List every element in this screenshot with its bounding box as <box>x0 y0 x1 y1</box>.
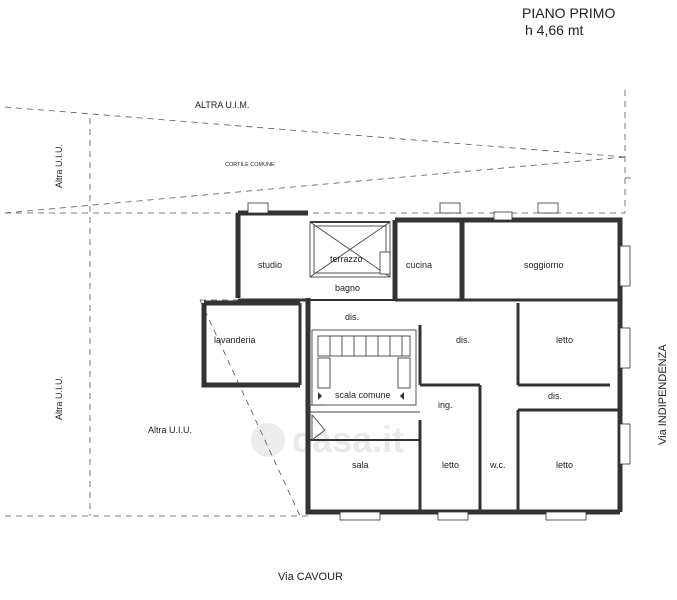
room-studio: studio <box>258 260 282 270</box>
street-south: Via CAVOUR <box>278 571 343 583</box>
street-east: Via INDIPENDENZA <box>657 344 669 445</box>
windows <box>247 202 631 521</box>
room-disimpegno-3: dis. <box>548 391 562 401</box>
neighbor-top: ALTRA U.I.M. <box>195 100 249 110</box>
boundary-lines <box>4 90 635 517</box>
room-wc: w.c. <box>489 460 506 470</box>
neighbor-bottom-left: Altra U.I.U. <box>148 425 192 435</box>
room-bagno: bagno <box>335 283 360 293</box>
room-lavanderia: lavanderia <box>214 335 256 345</box>
room-letto-1: letto <box>556 335 573 345</box>
room-scala-comune: scala comune <box>335 390 391 400</box>
room-terrazzo: terrazzo <box>330 254 363 264</box>
neighbor-left-upper: Altra U.I.U. <box>54 144 64 188</box>
room-sala: sala <box>352 460 369 470</box>
courtyard-label: CORTILE COMUNE <box>225 162 275 168</box>
room-cucina: cucina <box>406 260 432 270</box>
room-ingresso: ing. <box>438 400 453 410</box>
room-letto-3: letto <box>556 460 573 470</box>
floor-title: PIANO PRIMO <box>522 5 615 21</box>
room-soggiorno: soggiorno <box>524 260 564 270</box>
neighbor-left-lower: Altra U.I.U. <box>54 376 64 420</box>
outer-walls <box>201 210 623 515</box>
terrace-box <box>309 221 391 278</box>
room-letto-2: letto <box>442 460 459 470</box>
room-disimpegno-2: dis. <box>456 335 470 345</box>
staircase <box>308 329 420 441</box>
room-disimpegno-1: dis. <box>345 312 359 322</box>
floor-height: h 4,66 mt <box>525 22 583 38</box>
